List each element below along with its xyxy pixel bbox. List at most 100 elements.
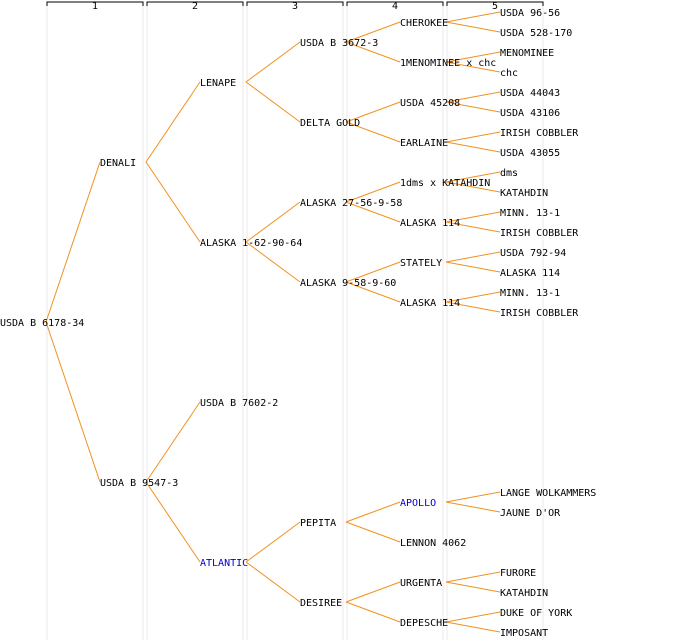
node-desiree[interactable]: DESIREE: [300, 598, 342, 609]
node-alaska-114[interactable]: ALASKA 114: [400, 218, 460, 229]
pedigree-edge: [345, 41, 401, 63]
node-usda-45208[interactable]: USDA 45208: [400, 98, 460, 109]
pedigree-edge: [245, 81, 301, 123]
node-usda-43106[interactable]: USDA 43106: [500, 108, 560, 119]
pedigree-edge: [445, 211, 501, 223]
node-earlaine[interactable]: EARLAINE: [400, 138, 448, 149]
node-lennon-4062[interactable]: LENNON 4062: [400, 538, 466, 549]
node-alaska-27-56-9-58[interactable]: ALASKA 27-56-9-58: [300, 198, 402, 209]
node-alaska-114[interactable]: ALASKA 114: [500, 268, 560, 279]
node-irish-cobbler[interactable]: IRISH COBBLER: [500, 228, 579, 239]
pedigree-edge: [445, 61, 501, 73]
pedigree-edge: [445, 491, 501, 503]
node-menominee[interactable]: MENOMINEE: [500, 48, 554, 59]
generation-number: 2: [192, 1, 198, 12]
pedigree-edge: [445, 131, 501, 143]
node-jaune-d-or[interactable]: JAUNE D'OR: [500, 508, 561, 519]
pedigree-edge: [445, 21, 501, 33]
node-apollo[interactable]: APOLLO: [400, 498, 436, 509]
node-irish-cobbler[interactable]: IRISH COBBLER: [500, 308, 579, 319]
generation-number: 3: [292, 1, 298, 12]
pedigree-edges: [45, 11, 501, 633]
pedigree-edge: [445, 141, 501, 153]
pedigree-edge: [445, 501, 501, 513]
node-alaska-114[interactable]: ALASKA 114: [400, 298, 460, 309]
pedigree-edge: [245, 561, 301, 603]
generation-bracket: [146, 1, 244, 6]
node-alaska-1-62-90-64[interactable]: ALASKA 1-62-90-64: [200, 238, 302, 249]
pedigree-edge: [245, 521, 301, 563]
node-lange-wolkammers[interactable]: LANGE WOLKAMMERS: [500, 488, 596, 499]
pedigree-edge: [445, 301, 501, 313]
pedigree-nodes: USDA B 6178-34 DENALI LENAPE USDA B 3672-3 C…: [0, 8, 596, 639]
node-imposant[interactable]: IMPOSANT: [500, 628, 548, 639]
pedigree-edge: [345, 121, 401, 143]
node-stately[interactable]: STATELY: [400, 258, 442, 269]
generation-bracket: [46, 1, 144, 6]
generation-number: 1: [92, 1, 98, 12]
node-usda-b-9547-3[interactable]: USDA B 9547-3: [100, 478, 178, 489]
pedigree-edge: [345, 281, 401, 303]
pedigree-edge: [45, 161, 101, 323]
node-minn-13-1[interactable]: MINN. 13-1: [500, 288, 560, 299]
pedigree-edge: [345, 21, 401, 43]
pedigree-edge: [345, 501, 401, 523]
pedigree-edge: [445, 581, 501, 593]
node-furore[interactable]: FURORE: [500, 568, 536, 579]
pedigree-edge: [445, 91, 501, 103]
node-usda-b-3672-3[interactable]: USDA B 3672-3: [300, 38, 378, 49]
node-duke-of-york[interactable]: DUKE OF YORK: [500, 608, 572, 619]
node-dms[interactable]: dms: [500, 168, 518, 179]
node-1dms-x-katahdin[interactable]: 1dms x KATAHDIN: [400, 178, 490, 189]
pedigree-edge: [345, 101, 401, 123]
node-denali[interactable]: DENALI: [100, 158, 136, 169]
pedigree-edge: [445, 251, 501, 263]
pedigree-edge: [445, 261, 501, 273]
pedigree-edge: [445, 51, 501, 63]
generation-bracket: [246, 1, 344, 6]
node-cherokee[interactable]: CHEROKEE: [400, 18, 448, 29]
node-chc[interactable]: chc: [500, 68, 518, 79]
pedigree-edge: [345, 261, 401, 283]
node-pepita[interactable]: PEPITA: [300, 518, 336, 529]
node-usda-96-56[interactable]: USDA 96-56: [500, 8, 560, 19]
pedigree-edge: [245, 41, 301, 83]
pedigree-edge: [445, 11, 501, 23]
node-usda-792-94[interactable]: USDA 792-94: [500, 248, 566, 259]
pedigree-edge: [445, 611, 501, 623]
pedigree-edge: [45, 321, 101, 483]
node-alaska-9-58-9-60[interactable]: ALASKA 9-58-9-60: [300, 278, 396, 289]
pedigree-edge: [345, 521, 401, 543]
node-usda-b-6178-34[interactable]: USDA B 6178-34: [0, 318, 84, 329]
node-lenape[interactable]: LENAPE: [200, 78, 236, 89]
pedigree-edge: [345, 181, 401, 203]
pedigree-edge: [445, 101, 501, 113]
node-usda-528-170[interactable]: USDA 528-170: [500, 28, 572, 39]
node-minn-13-1[interactable]: MINN. 13-1: [500, 208, 560, 219]
pedigree-edge: [345, 601, 401, 623]
node-usda-b-7602-2[interactable]: USDA B 7602-2: [200, 398, 278, 409]
pedigree-edge: [145, 481, 201, 563]
node-delta-gold[interactable]: DELTA GOLD: [300, 118, 360, 129]
pedigree-edge: [445, 171, 501, 183]
pedigree-edge: [145, 161, 201, 243]
pedigree-edge: [445, 181, 501, 193]
node-atlantic[interactable]: ATLANTIC: [200, 558, 248, 569]
node-katahdin[interactable]: KATAHDIN: [500, 188, 548, 199]
pedigree-edge: [145, 401, 201, 483]
pedigree-edge: [245, 201, 301, 243]
pedigree-edge: [445, 571, 501, 583]
pedigree-edge: [245, 241, 301, 283]
generation-number: 5: [492, 1, 498, 12]
node-1menominee-x-chc[interactable]: 1MENOMINEE x chc: [400, 58, 496, 69]
node-katahdin[interactable]: KATAHDIN: [500, 588, 548, 599]
pedigree-edge: [345, 201, 401, 223]
node-usda-44043[interactable]: USDA 44043: [500, 88, 560, 99]
node-urgenta[interactable]: URGENTA: [400, 578, 442, 589]
pedigree-edge: [445, 621, 501, 633]
node-depesche[interactable]: DEPESCHE: [400, 618, 448, 629]
node-usda-43055[interactable]: USDA 43055: [500, 148, 560, 159]
node-irish-cobbler[interactable]: IRISH COBBLER: [500, 128, 579, 139]
